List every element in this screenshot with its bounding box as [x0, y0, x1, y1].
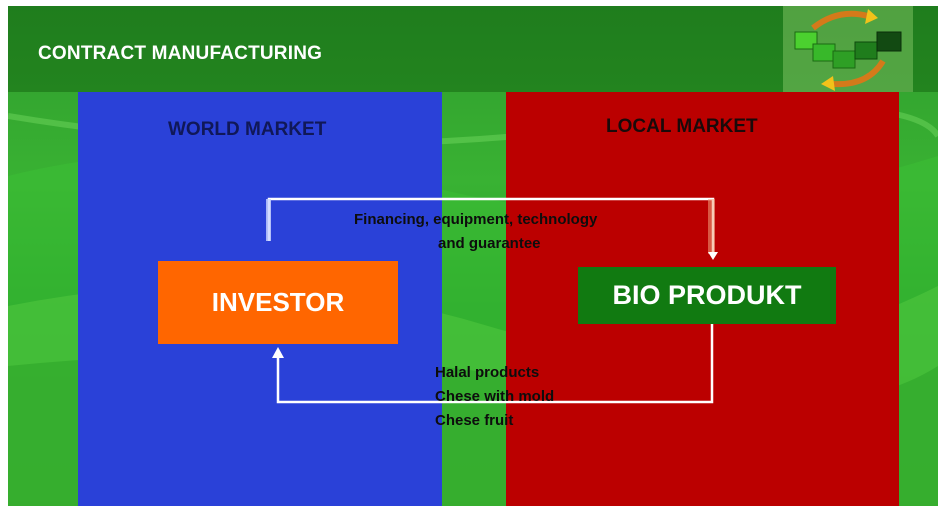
flow-text-line: Chese fruit: [435, 412, 514, 429]
financing-flow-text: Financing, equipment, technology and gua…: [354, 208, 597, 256]
slide: CONTRACT MANUFACTURING WORLD MARKET LOCA…: [8, 6, 938, 506]
local-market-label: LOCAL MARKET: [606, 116, 758, 137]
flow-line-top-edge: [708, 199, 715, 254]
world-market-label: WORLD MARKET: [168, 119, 327, 140]
bio-produkt-box: BIO PRODUKT: [578, 267, 836, 324]
slide-title: CONTRACT MANUFACTURING: [38, 43, 323, 64]
flow-line-bottom: [276, 324, 714, 404]
bio-produkt-label: BIO PRODUKT: [612, 280, 802, 310]
investor-box: INVESTOR: [158, 261, 398, 344]
flow-text-line: Financing, equipment, technology: [354, 211, 598, 228]
recycle-squares-logo-icon: [783, 6, 913, 92]
arrowhead-down-icon: [708, 252, 718, 260]
flow-text-line: Chese with mold: [435, 388, 555, 405]
title-bar: CONTRACT MANUFACTURING: [8, 6, 938, 92]
investor-label: INVESTOR: [211, 287, 345, 317]
flow-text-line: and guarantee: [438, 235, 541, 252]
products-flow-text: Halal products Chese with mold Chese fru…: [435, 361, 554, 433]
arrowhead-up-icon: [272, 347, 284, 358]
flow-line-top-start: [266, 199, 271, 241]
flow-text-line: Halal products: [435, 364, 540, 381]
flow-arrows: [266, 197, 718, 404]
